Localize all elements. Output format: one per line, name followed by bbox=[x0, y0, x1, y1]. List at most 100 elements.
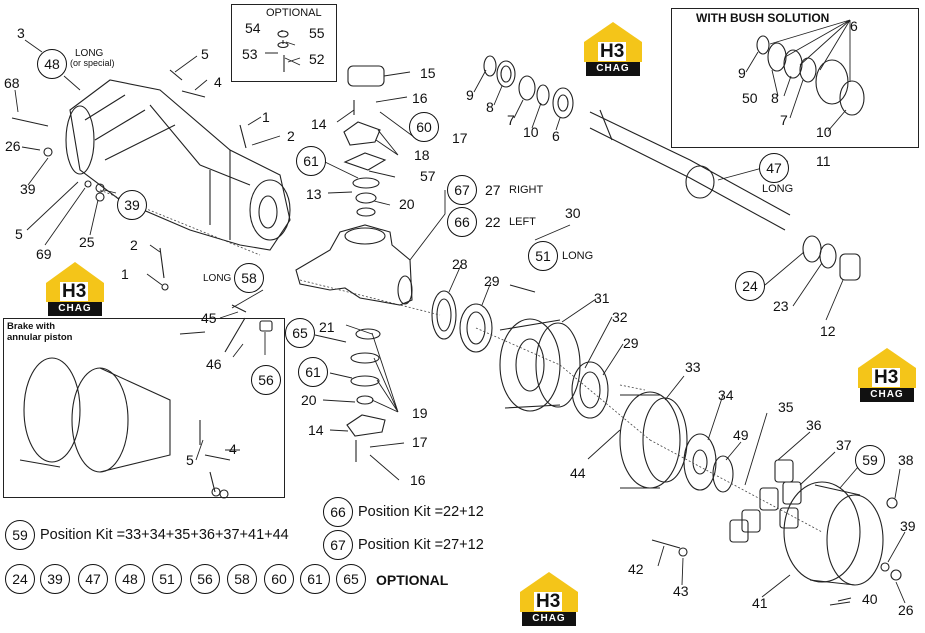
callout-46: 46 bbox=[206, 356, 222, 372]
callout-32: 32 bbox=[612, 309, 628, 325]
callout-1: 1 bbox=[262, 109, 270, 125]
callout-9: 9 bbox=[466, 87, 474, 103]
callout-29: 29 bbox=[623, 335, 639, 351]
callout-17: 17 bbox=[412, 434, 428, 450]
callout-26: 26 bbox=[898, 602, 914, 618]
optional-part-circle: 56 bbox=[190, 564, 220, 594]
callout-42: 42 bbox=[628, 561, 644, 577]
callout-57: 57 bbox=[420, 168, 436, 184]
callout-68: 68 bbox=[4, 75, 20, 91]
logo-mark-text: H3 bbox=[598, 41, 627, 62]
kit-67-text: Position Kit =27+12 bbox=[358, 537, 484, 553]
callout-52: 52 bbox=[309, 51, 325, 67]
callout-34: 34 bbox=[718, 387, 734, 403]
callout-8: 8 bbox=[771, 90, 779, 106]
callout-61-circled: 61 bbox=[296, 146, 326, 176]
optional-part-circle: 61 bbox=[300, 564, 330, 594]
callout-61-circled: 61 bbox=[298, 357, 328, 387]
callout-7: 7 bbox=[507, 112, 515, 128]
h3-chag-logo: H3 CHAG bbox=[520, 572, 578, 628]
callout-7: 7 bbox=[780, 112, 788, 128]
optional-part-circle: 60 bbox=[264, 564, 294, 594]
callout-27: 27 bbox=[485, 182, 501, 198]
callout-5: 5 bbox=[201, 46, 209, 62]
callout-18: 18 bbox=[414, 147, 430, 163]
callout-38: 38 bbox=[898, 452, 914, 468]
callout-2: 2 bbox=[130, 237, 138, 253]
note-long: LONG bbox=[562, 250, 594, 262]
callout-16: 16 bbox=[412, 90, 428, 106]
kit-59-circle: 59 bbox=[5, 520, 35, 550]
callout-51-circled: 51 bbox=[528, 241, 558, 271]
callout-6: 6 bbox=[850, 18, 858, 34]
note-right: RIGHT bbox=[509, 184, 544, 196]
logo-mark-text: H3 bbox=[534, 591, 563, 612]
callout-5: 5 bbox=[186, 452, 194, 468]
optional-part-circle: 24 bbox=[5, 564, 35, 594]
callout-54: 54 bbox=[245, 20, 261, 36]
callout-12: 12 bbox=[820, 323, 836, 339]
callout-16: 16 bbox=[410, 472, 426, 488]
callout-24-circled: 24 bbox=[735, 271, 765, 301]
callout-58-circled: 58 bbox=[234, 263, 264, 293]
callout-39: 39 bbox=[20, 181, 36, 197]
optional-list-label: OPTIONAL bbox=[376, 572, 449, 588]
note-or-special: (or special) bbox=[70, 58, 115, 68]
kit-66-text: Position Kit =22+12 bbox=[358, 504, 484, 520]
optional-part-circle: 65 bbox=[336, 564, 366, 594]
callout-50: 50 bbox=[742, 90, 758, 106]
callout-9: 9 bbox=[738, 65, 746, 81]
optional-part-circle: 51 bbox=[152, 564, 182, 594]
callout-5: 5 bbox=[15, 226, 23, 242]
callout-23: 23 bbox=[773, 298, 789, 314]
callout-10: 10 bbox=[523, 124, 539, 140]
callout-15: 15 bbox=[420, 65, 436, 81]
logo-brand-text: CHAG bbox=[586, 62, 640, 76]
brake-inset-title-line1: Brake with bbox=[7, 321, 56, 332]
callout-13: 13 bbox=[306, 186, 322, 202]
callout-60-circled: 60 bbox=[409, 112, 439, 142]
kit-67-circle: 67 bbox=[323, 530, 353, 560]
callout-45: 45 bbox=[201, 310, 217, 326]
callout-69: 69 bbox=[36, 246, 52, 262]
callout-43: 43 bbox=[673, 583, 689, 599]
callout-11: 11 bbox=[816, 153, 831, 169]
callout-41: 41 bbox=[752, 595, 768, 611]
callout-44: 44 bbox=[570, 465, 586, 481]
steering-knuckle-drawing bbox=[295, 224, 413, 306]
callout-49: 49 bbox=[733, 427, 749, 443]
callout-26: 26 bbox=[5, 138, 21, 154]
callout-33: 33 bbox=[685, 359, 701, 375]
brake-inset-box bbox=[3, 318, 285, 498]
note-long: LONG bbox=[75, 48, 104, 59]
callout-36: 36 bbox=[806, 417, 822, 433]
optional-inset-box bbox=[231, 4, 337, 82]
h3-chag-logo: H3 CHAG bbox=[858, 348, 916, 404]
callout-20: 20 bbox=[301, 392, 317, 408]
bush-solution-box bbox=[671, 8, 919, 148]
callout-2: 2 bbox=[287, 128, 295, 144]
axle-shaft-drawing bbox=[589, 111, 791, 231]
kit-59-text: Position Kit =33+34+35+36+37+41+44 bbox=[40, 527, 289, 543]
callout-65-circled: 65 bbox=[285, 318, 315, 348]
note-left: LEFT bbox=[509, 216, 536, 228]
h3-chag-logo: H3 CHAG bbox=[584, 22, 642, 78]
callout-21: 21 bbox=[319, 319, 335, 335]
note-long: LONG bbox=[762, 183, 794, 195]
callout-56-circled: 56 bbox=[251, 365, 281, 395]
callout-4: 4 bbox=[214, 74, 222, 90]
logo-brand-text: CHAG bbox=[48, 302, 102, 316]
logo-brand-text: CHAG bbox=[522, 612, 576, 626]
callout-29: 29 bbox=[484, 273, 500, 289]
callout-25: 25 bbox=[79, 234, 95, 250]
callout-19: 19 bbox=[412, 405, 428, 421]
kit-66-circle: 66 bbox=[323, 497, 353, 527]
callout-14: 14 bbox=[311, 116, 327, 132]
logo-mark-text: H3 bbox=[60, 281, 89, 302]
callout-4: 4 bbox=[229, 441, 237, 457]
axle-housing-drawing bbox=[69, 79, 291, 251]
h3-chag-logo: H3 CHAG bbox=[46, 262, 104, 318]
callout-35: 35 bbox=[778, 399, 794, 415]
callout-40: 40 bbox=[862, 591, 878, 607]
